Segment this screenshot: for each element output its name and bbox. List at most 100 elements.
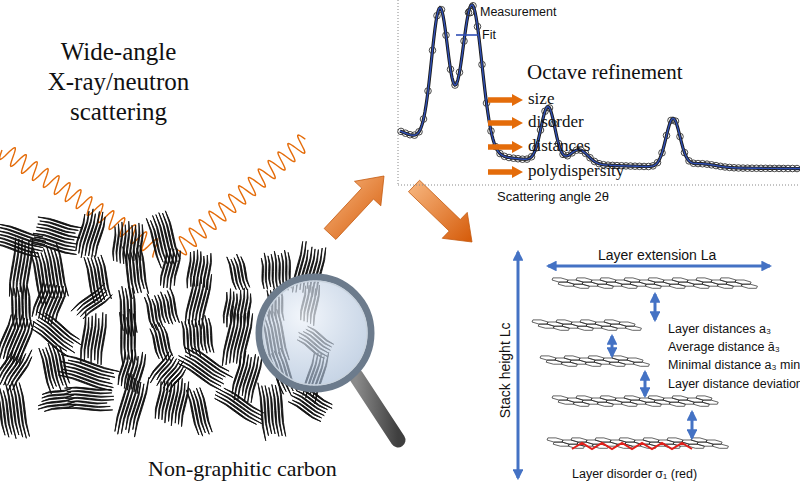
- graphene-layer: [178, 358, 222, 387]
- graphene-layer: [154, 381, 163, 419]
- graphene-stack: [62, 387, 114, 412]
- graphene-layer: [29, 251, 44, 305]
- graphene-layer: [256, 383, 267, 441]
- graphene-layer: [185, 390, 200, 436]
- dimension-label: Layer extension La: [598, 247, 716, 264]
- layer-distance-arrow: [611, 336, 614, 356]
- graphene-stack: [144, 210, 182, 270]
- axis-label: Scattering angle 2θ: [497, 189, 609, 205]
- graphene-sheet: [540, 356, 649, 366]
- graphene-layer: [79, 311, 87, 362]
- graphene-layer: [47, 343, 63, 392]
- list-arrow: [488, 166, 523, 178]
- graphene-layer: [65, 397, 114, 401]
- graphene-layer: [149, 328, 161, 359]
- graphene-layer: [214, 393, 262, 424]
- y-axis: [398, 0, 399, 185]
- graphene-sheet: [552, 396, 718, 406]
- graphene-stack: [113, 372, 150, 438]
- parameter-label: Layer disorder σ₁ (red): [572, 467, 697, 482]
- graphene-layer: [125, 317, 131, 359]
- graphene-layer: [277, 255, 283, 288]
- graphene-layer: [63, 393, 114, 397]
- graphene-layer: [270, 254, 276, 289]
- graphene-layer: [8, 238, 17, 297]
- graphene-layer: [250, 355, 264, 403]
- graphene-layer: [74, 214, 86, 252]
- graphene-layer: [184, 276, 196, 325]
- graphene-layer: [93, 318, 100, 360]
- x-axis: [398, 185, 800, 186]
- graphene-stack: [0, 221, 47, 259]
- stack-height-arrow: [517, 252, 520, 478]
- graphene-layer: [64, 407, 113, 411]
- graphene-layer: [80, 294, 108, 318]
- caption-text: Non-graphitic carbon: [148, 456, 337, 482]
- legend-text: Measurement: [480, 4, 556, 20]
- layer-distance-arrow: [644, 372, 647, 396]
- layer-distance-arrow: [654, 294, 657, 320]
- graphene-stack: [55, 353, 120, 392]
- graphene-layer: [292, 399, 323, 419]
- graphene-stack: [116, 348, 148, 394]
- graphene-layer: [57, 370, 113, 389]
- heading-text: Wide-angle X-ray/neutron scattering: [46, 37, 191, 127]
- plot-legend: [456, 8, 478, 35]
- graphene-layer: [116, 374, 133, 435]
- scattered-wave: [178, 135, 305, 255]
- graphene-layer: [64, 387, 111, 391]
- graphene-stack: [256, 380, 287, 441]
- parameter-label: Average distance ā₃: [668, 340, 780, 355]
- refinement-parameter: size: [528, 89, 554, 109]
- parameter-label: Minimal distance a₃ min: [668, 358, 800, 373]
- graphene-sheet: [552, 278, 757, 288]
- graphene-layer: [87, 211, 101, 256]
- graphene-layer: [287, 400, 321, 422]
- graphene-stack: [230, 350, 264, 404]
- graphene-layer: [221, 306, 235, 367]
- process-arrow: [324, 176, 384, 239]
- list-arrow: [488, 117, 523, 129]
- graphene-layer: [220, 389, 263, 417]
- glass-rim-highlight: [263, 281, 367, 385]
- graphene-layer: [186, 252, 192, 288]
- graphene-layer: [178, 354, 225, 385]
- graphene-layer: [38, 348, 53, 395]
- method-title: Octave refinement: [527, 60, 683, 85]
- graphene-layer: [80, 209, 95, 259]
- graphene-layer: [11, 356, 33, 391]
- magnifying-glass: [259, 277, 398, 440]
- list-arrow: [488, 94, 523, 106]
- graphene-stack: [0, 379, 31, 442]
- legend-marker: [456, 34, 478, 36]
- scattering-plot: [398, 0, 800, 185]
- graphene-layer: [117, 352, 127, 385]
- graphene-layer: [0, 391, 6, 436]
- glass-lens: [259, 277, 371, 389]
- graphene-stack: [79, 311, 107, 365]
- layer-extension-arrow: [548, 265, 770, 268]
- graphene-stack: [159, 247, 182, 291]
- graphene-stack: [73, 207, 107, 261]
- refinement-parameter: disorder: [528, 112, 584, 132]
- graphene-stack: [142, 287, 181, 331]
- glass-handle: [356, 376, 398, 440]
- graphene-layer: [83, 317, 90, 360]
- graphene-stack: [221, 306, 255, 370]
- layer-distance-arrow: [691, 412, 694, 438]
- graphene-layer: [33, 232, 77, 245]
- graphene-layer: [118, 312, 124, 366]
- graphene-layer: [119, 222, 123, 263]
- graphene-layer: [62, 368, 113, 385]
- list-arrow: [488, 141, 523, 153]
- graphene-layer: [112, 226, 116, 260]
- graphene-layer: [63, 404, 110, 408]
- graphene-stack: [225, 253, 251, 293]
- graphene-layer: [30, 327, 69, 357]
- refinement-parameter: distances: [528, 136, 590, 156]
- graphene-stack: [83, 253, 113, 304]
- graphene-sheet: [547, 438, 728, 448]
- legend-text: Fit: [482, 27, 496, 43]
